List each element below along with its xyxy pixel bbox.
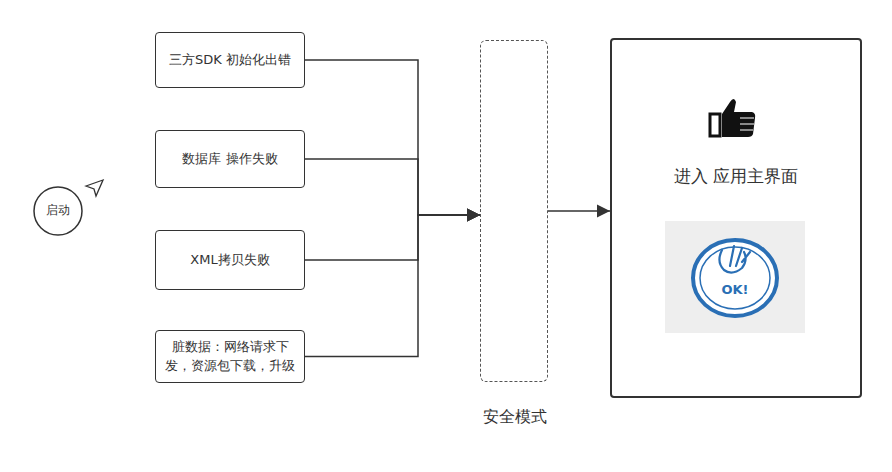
main-screen-box: 进入 应用主界面 <box>610 38 862 398</box>
start-circle: 启动 <box>33 186 83 236</box>
ok-stamp-image <box>665 221 805 333</box>
zone-label: 安全模式 <box>451 405 579 428</box>
process-box: 三方SDK 初始化出错 <box>155 32 305 88</box>
flow-arrow <box>305 215 480 260</box>
thumbs-up-icon <box>710 99 755 137</box>
flow-arrow <box>305 60 480 215</box>
process-box: XML拷贝失败 <box>155 230 305 290</box>
box-label: 三方SDK 初始化出错 <box>169 51 291 70</box>
start-label: 启动 <box>46 202 70 219</box>
cursor-icon <box>86 180 103 196</box>
stamp-text: OK! <box>705 282 765 297</box>
box-label: 进入 应用主界面 <box>612 164 860 190</box>
box-label: 脏数据：网络请求下 发，资源包下载，升级 <box>164 338 296 376</box>
process-box: 脏数据：网络请求下 发，资源包下载，升级 <box>155 330 305 383</box>
flow-arrow <box>305 215 480 357</box>
flow-arrow <box>305 159 480 215</box>
safe-mode-zone: 安全模式 <box>480 40 548 382</box>
box-label: 数据库 操作失败 <box>182 150 277 169</box>
process-box: 数据库 操作失败 <box>155 130 305 188</box>
flow-arrow <box>548 210 610 212</box>
box-label: XML拷贝失败 <box>190 251 269 270</box>
